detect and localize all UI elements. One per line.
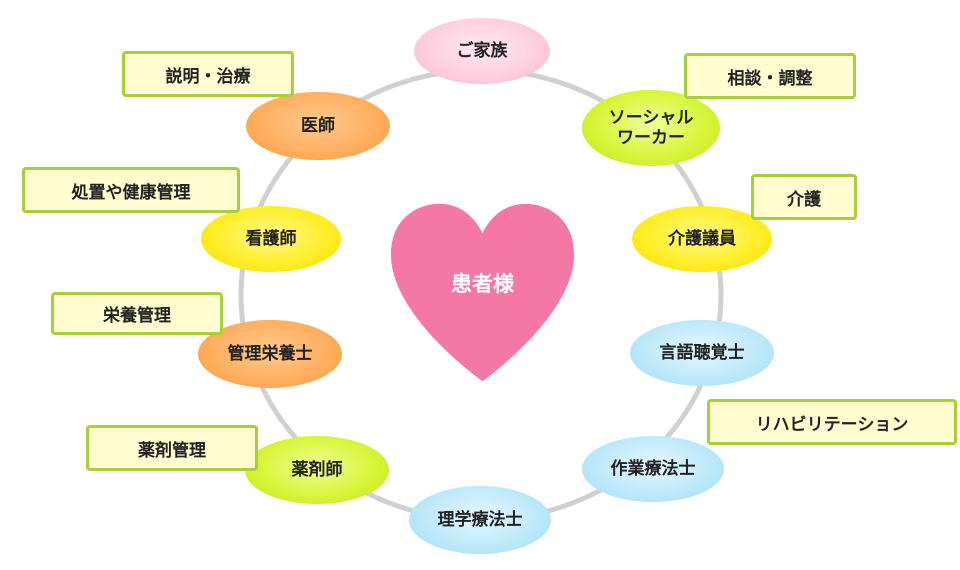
role-nurse: 処置や健康管理 bbox=[22, 167, 240, 213]
node-pharmacist: 薬剤師 bbox=[245, 436, 389, 504]
center-patient-label: 患者様 bbox=[451, 272, 514, 296]
node-physical-therapist: 理学療法士 bbox=[409, 486, 551, 554]
role-care-member: 介護 bbox=[751, 174, 857, 220]
role-pharmacist: 薬剤管理 bbox=[86, 425, 258, 471]
node-nurse: 看護師 bbox=[201, 206, 341, 272]
node-speech-therapist: 言語聴覚士 bbox=[630, 320, 774, 386]
role-occupational-therapist: リハビリテーション bbox=[707, 399, 957, 445]
node-family: ご家族 bbox=[414, 18, 550, 84]
node-occupational-therapist: 作業療法士 bbox=[582, 436, 724, 502]
heart-shape bbox=[390, 203, 575, 382]
node-care-member: 介護議員 bbox=[632, 206, 772, 272]
node-social-worker: ソーシャル ワーカー bbox=[582, 90, 720, 166]
node-doctor: 医師 bbox=[246, 92, 390, 160]
role-social-worker: 相談・調整 bbox=[684, 53, 856, 99]
role-dietitian: 栄養管理 bbox=[51, 292, 223, 335]
role-doctor: 説明・治療 bbox=[122, 51, 294, 97]
